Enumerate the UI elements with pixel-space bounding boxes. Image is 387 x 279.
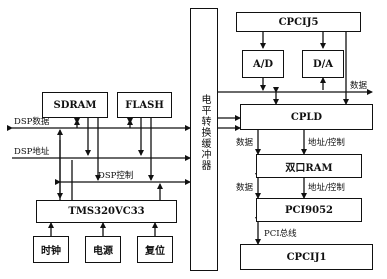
sdram-label: SDRAM bbox=[53, 99, 97, 111]
data-left1-label: 数据 bbox=[236, 138, 254, 148]
level-shift-buffer-label: 电平转换缓冲器 bbox=[199, 94, 210, 171]
tms320vc33-label: TMS320VC33 bbox=[68, 206, 145, 217]
reset-label: 复位 bbox=[145, 246, 165, 257]
flash-label: FLASH bbox=[125, 99, 164, 111]
cpcij1-label: CPCIJ1 bbox=[286, 251, 327, 263]
pci9052-label: PCI9052 bbox=[285, 204, 333, 216]
pci-bus-label: PCI总线 bbox=[264, 229, 297, 239]
cpcij5-block: CPCIJ5 bbox=[236, 12, 361, 32]
addr-ctrl2-label: 地址/控制 bbox=[308, 183, 345, 193]
ad-block: A/D bbox=[242, 50, 284, 78]
data-left2-label: 数据 bbox=[236, 183, 254, 193]
dsp-data-label: DSP数据 bbox=[14, 117, 50, 127]
addr-ctrl1-label: 地址/控制 bbox=[308, 138, 345, 148]
flash-block: FLASH bbox=[117, 92, 172, 118]
tms320vc33-block: TMS320VC33 bbox=[36, 200, 177, 223]
pci9052-block: PCI9052 bbox=[256, 198, 362, 222]
dual-ram-label: 双口RAM bbox=[285, 162, 333, 174]
sdram-block: SDRAM bbox=[42, 92, 108, 118]
data-right-label: 数据 bbox=[350, 81, 368, 91]
power-label: 电源 bbox=[93, 246, 113, 257]
dsp-ctrl-label: DSP控制 bbox=[98, 171, 134, 181]
da-label: D/A bbox=[312, 58, 334, 70]
clock-block: 时钟 bbox=[33, 236, 69, 263]
da-block: D/A bbox=[302, 50, 344, 78]
level-shift-buffer-block bbox=[190, 8, 218, 271]
cpcij1-block: CPCIJ1 bbox=[240, 244, 373, 270]
dsp-addr-label: DSP地址 bbox=[14, 147, 50, 157]
ad-label: A/D bbox=[252, 58, 274, 70]
reset-block: 复位 bbox=[137, 236, 173, 263]
cpld-block: CPLD bbox=[240, 104, 373, 130]
clock-label: 时钟 bbox=[41, 246, 61, 257]
cpcij5-label: CPCIJ5 bbox=[278, 16, 319, 28]
cpld-label: CPLD bbox=[290, 111, 323, 123]
dual-ram-block: 双口RAM bbox=[256, 154, 362, 178]
power-block: 电源 bbox=[85, 236, 121, 263]
